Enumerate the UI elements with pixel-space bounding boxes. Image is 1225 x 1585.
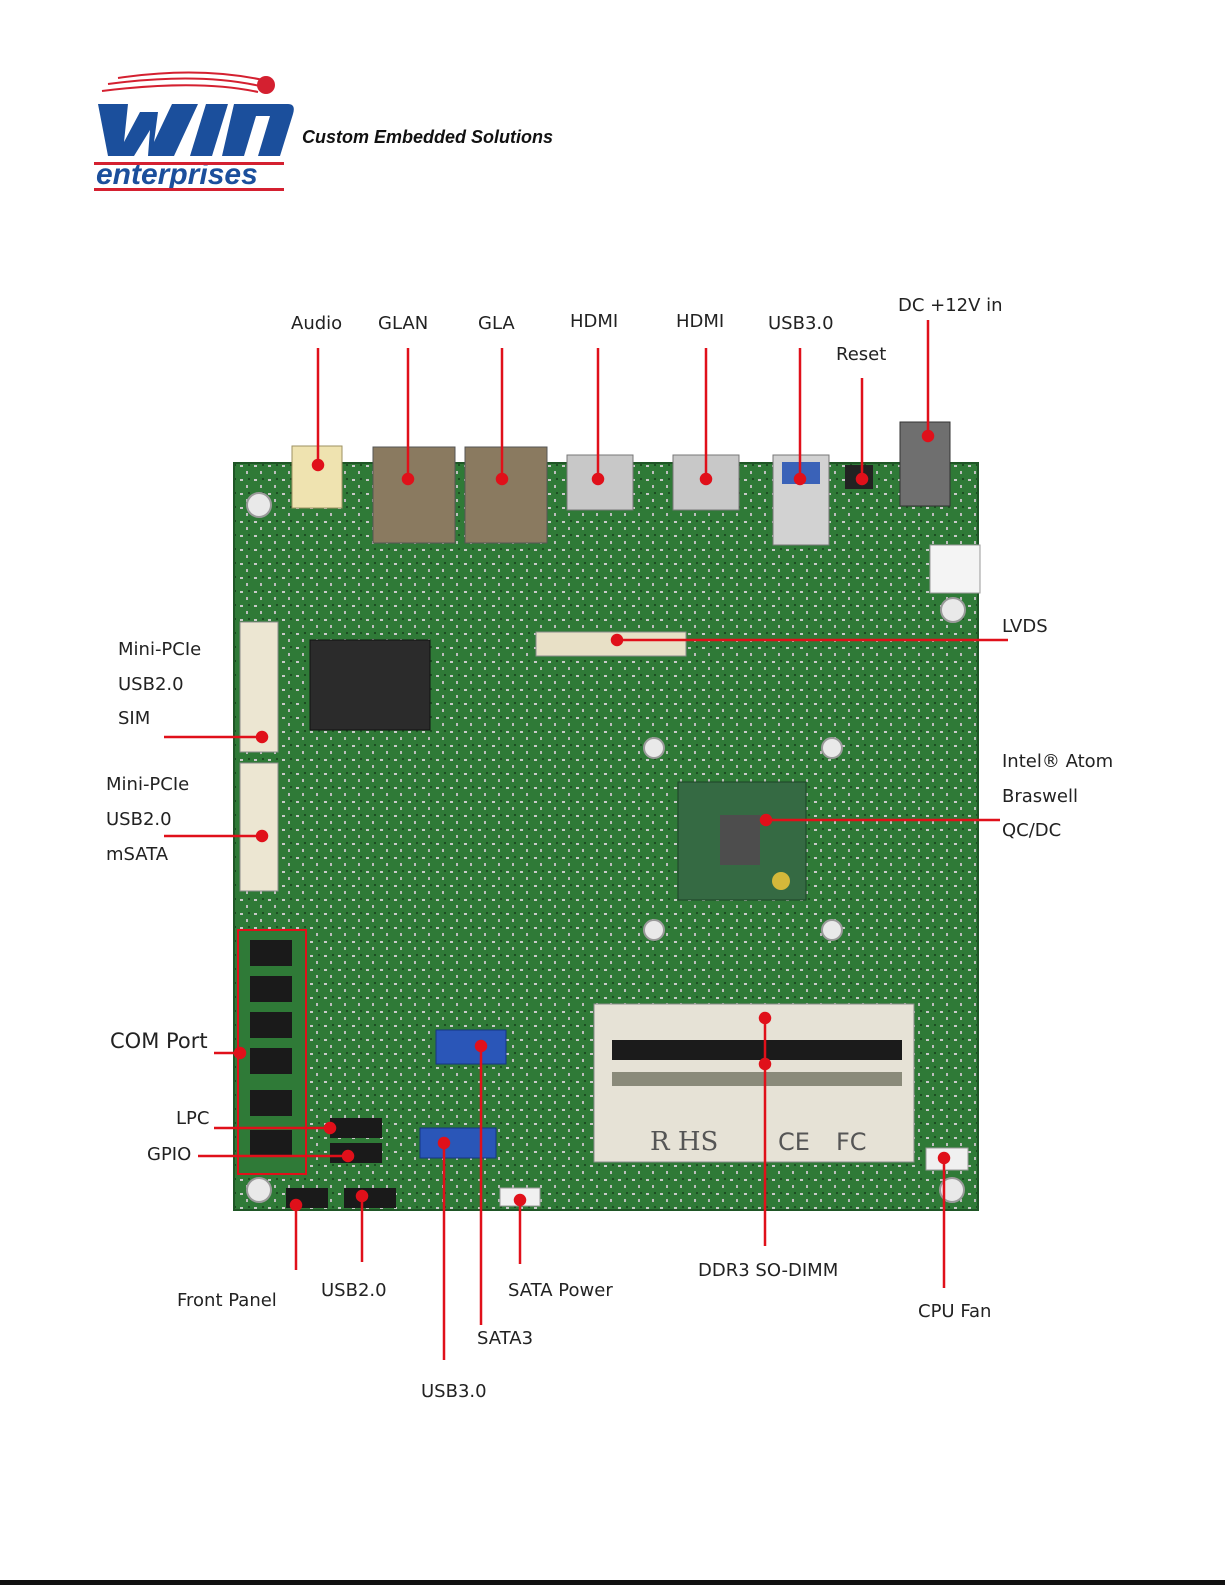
glan-port-2: [465, 447, 547, 543]
label-glan-1: GLAN: [378, 315, 428, 333]
label-lvds: LVDS: [1002, 618, 1048, 636]
label-cpu-fan: CPU Fan: [918, 1303, 991, 1321]
cpu-die: [720, 815, 760, 865]
label-ddr3: DDR3 SO-DIMM: [698, 1262, 838, 1280]
label-minipcie-1: Mini-PCIe: [118, 641, 201, 659]
lvds-connector: [536, 632, 686, 656]
label-com-port: COM Port: [110, 1031, 208, 1052]
ce-mark: CE: [778, 1128, 810, 1156]
label-minipcie-2: Mini-PCIe: [106, 776, 189, 794]
label-usb30-bottom: USB3.0: [421, 1383, 487, 1401]
label-hdmi-1: HDMI: [570, 313, 618, 331]
label-usb20-2: USB2.0: [106, 811, 172, 829]
sata3-connector: [436, 1030, 506, 1064]
label-msata: mSATA: [106, 846, 168, 864]
power-connector: [930, 545, 980, 593]
lpc-header: [330, 1118, 382, 1138]
label-reset: Reset: [836, 346, 886, 364]
label-sata-power: SATA Power: [508, 1282, 613, 1300]
label-cpu-line3: QC/DC: [1002, 822, 1061, 840]
label-usb30-top: USB3.0: [768, 315, 834, 333]
label-cpu-line2: Braswell: [1002, 788, 1078, 806]
label-cpu-line1: Intel® Atom: [1002, 753, 1113, 771]
label-audio: Audio: [291, 315, 342, 333]
label-usb20-1: USB2.0: [118, 676, 184, 694]
label-glan-2: GLA: [478, 315, 515, 333]
usb20-header: [344, 1188, 396, 1208]
bottom-rule: [0, 1580, 1225, 1585]
label-lpc: LPC: [176, 1110, 209, 1128]
minipcie-slot-2: [240, 763, 278, 891]
label-hdmi-2: HDMI: [676, 313, 724, 331]
usb30-header: [420, 1128, 496, 1158]
label-sata3: SATA3: [477, 1330, 533, 1348]
rohs-mark: R HS: [650, 1127, 718, 1157]
label-gpio: GPIO: [147, 1146, 191, 1164]
label-dc-in: DC +12V in: [898, 297, 1003, 315]
label-usb20-bottom: USB2.0: [321, 1282, 387, 1300]
fc-mark: FC: [836, 1128, 867, 1156]
gpio-header: [330, 1143, 382, 1163]
glan-port-1: [373, 447, 455, 543]
label-front-panel: Front Panel: [177, 1292, 277, 1310]
label-sim: SIM: [118, 710, 150, 728]
sim-slot: [310, 640, 430, 730]
